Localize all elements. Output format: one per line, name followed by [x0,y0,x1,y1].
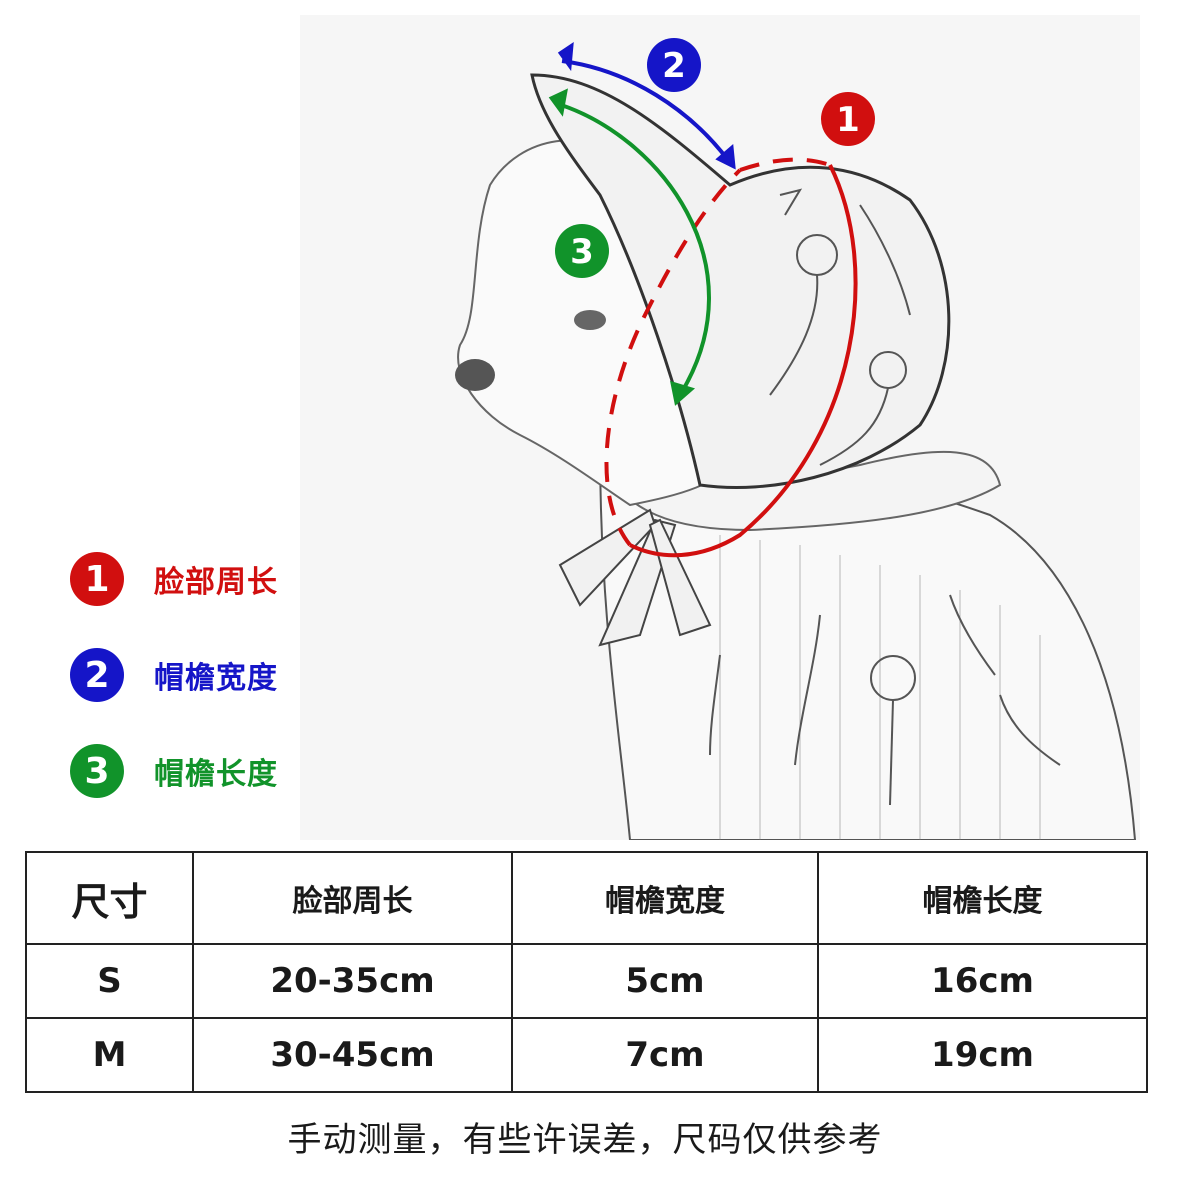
legend-number-1: 1 [70,552,124,606]
brim-length-arrow [554,101,711,397]
legend-label-2: 帽檐宽度 [154,661,278,696]
table-row: S 20-35cm 5cm 16cm [25,943,1148,1019]
table-header-row: 尺寸 脸部周长 帽檐宽度 帽檐长度 [25,851,1148,945]
svg-text:3: 3 [570,232,594,272]
dog-bonnet-illustration: 2 1 3 [300,15,1140,840]
size-table: 尺寸 脸部周长 帽檐宽度 帽檐长度 S 20-35cm 5cm 16cm M 3… [25,851,1148,1093]
table-cell: S [25,943,194,1019]
table-cell: 16cm [817,943,1148,1019]
svg-text:1: 1 [836,100,860,140]
table-cell: 7cm [511,1017,819,1093]
measurement-note: 手动测量，有些许误差，尺码仅供参考 [287,1120,883,1160]
measurement-legend: 1 脸部周长 2 帽檐宽度 3 帽檐长度 [70,548,310,836]
legend-label-1: 脸部周长 [154,565,278,600]
header-brim-length: 帽檐长度 [817,851,1148,945]
legend-item-face-circumference: 1 脸部周长 [70,548,310,610]
table-cell: 30-45cm [192,1017,513,1093]
callout-2-badge: 2 [647,38,701,92]
brim-width-arrow [561,59,730,162]
header-size: 尺寸 [25,851,194,945]
table-row: M 30-45cm 7cm 19cm [25,1017,1148,1093]
table-cell: 19cm [817,1017,1148,1093]
header-face-circumference: 脸部周长 [192,851,513,945]
legend-number-3: 3 [70,744,124,798]
legend-label-3: 帽檐长度 [154,757,278,792]
legend-item-brim-width: 2 帽檐宽度 [70,644,310,706]
table-cell: 5cm [511,943,819,1019]
table-cell: 20-35cm [192,943,513,1019]
legend-item-brim-length: 3 帽檐长度 [70,740,310,802]
table-cell: M [25,1017,194,1093]
callout-1-badge: 1 [821,92,875,146]
svg-text:2: 2 [662,46,686,86]
header-brim-width: 帽檐宽度 [511,851,819,945]
face-circumference-line [629,164,858,558]
legend-number-2: 2 [70,648,124,702]
callout-3-badge: 3 [555,224,609,278]
